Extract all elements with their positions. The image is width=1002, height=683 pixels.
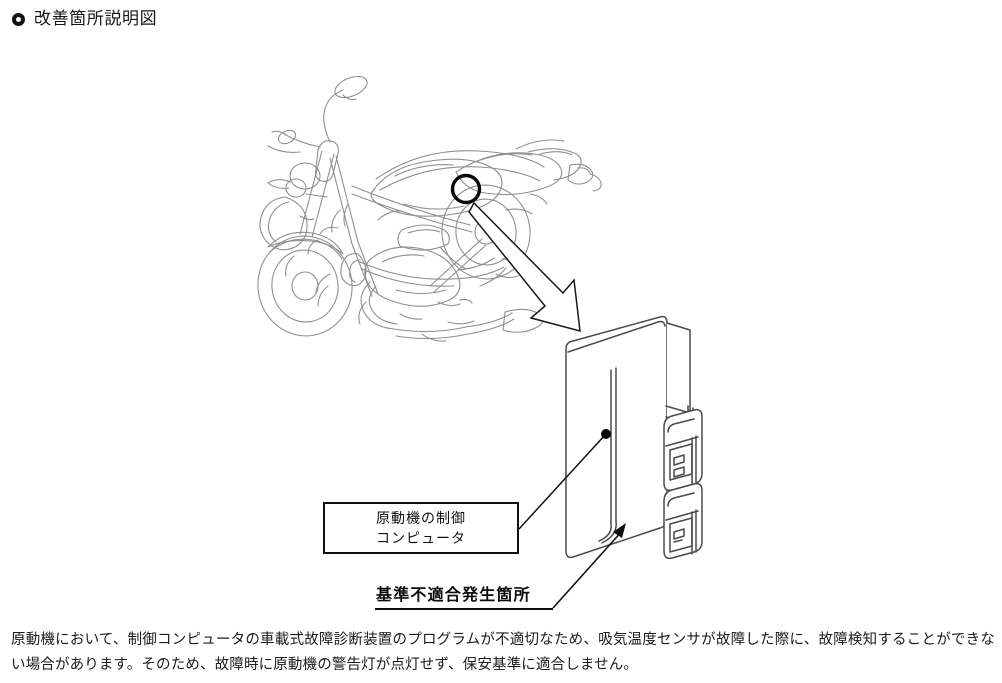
non-compliance-label: 基準不適合発生箇所 [376,586,531,606]
callout-line-2: コンピュータ [376,530,466,546]
non-compliance-underline [375,608,553,610]
description-paragraph: 原動機において、制御コンピュータの車載式故障診断装置のプログラムが不適切なため、… [11,632,995,673]
engine-control-unit-drawing [565,315,703,560]
page-title: 改善箇所説明図 [34,9,158,28]
engine-control-computer-callout: 原動機の制御 コンピュータ [323,502,519,554]
non-compliance-label-text: 基準不適合発生箇所 [376,587,531,604]
hollow-zoom-arrow [468,201,581,333]
description-block: 原動機において、制御コンピュータの車載式故障診断装置のプログラムが不適切なため、… [11,628,995,678]
diagram-figure [0,34,1002,624]
defect-pointer-arrow [552,523,626,609]
ecu-leader-dot [601,429,611,439]
ecu-leader-line [518,434,606,530]
callout-line-1: 原動機の制御 [376,510,466,526]
page-header: 改善箇所説明図 [12,8,157,30]
defect-location-circle [450,173,482,205]
motorcycle-line-drawing [257,75,602,342]
filled-ring-bullet-icon [12,13,25,26]
